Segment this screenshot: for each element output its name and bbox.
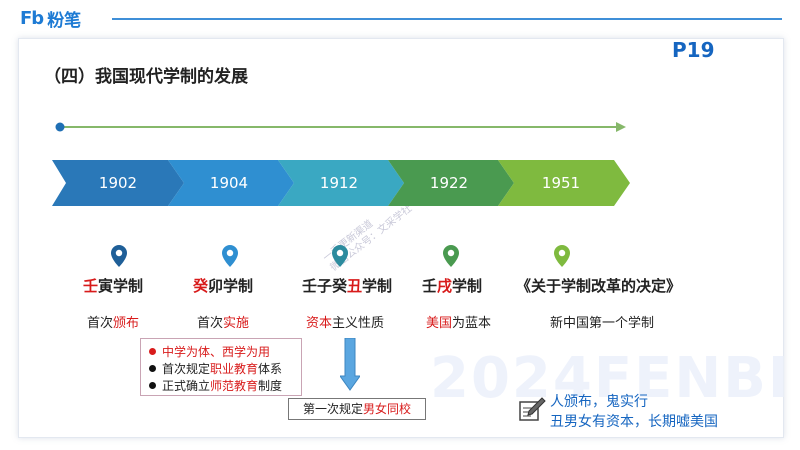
watermark-text: 2024FENBI	[430, 346, 791, 411]
header-rule	[112, 18, 782, 20]
system-name-1951: 《关于学制改革的决定》	[516, 277, 682, 295]
bullet-dot	[149, 382, 156, 389]
desc-key: 颁布	[113, 316, 140, 331]
location-pin-icon	[222, 245, 238, 267]
year-1902: 1902	[98, 174, 138, 192]
system-name-key: 戌	[437, 277, 453, 295]
brand-mark: Fb	[20, 7, 44, 29]
brand-name: 粉笔	[47, 10, 82, 31]
detail-item: 中学为体、西学为用	[149, 343, 270, 360]
system-name-rest: 学制	[452, 277, 483, 295]
desc-1912: 资本主义性质	[306, 312, 384, 331]
pencil-note-icon	[519, 397, 546, 421]
desc-1922: 美国为蓝本	[426, 312, 491, 331]
detail-text: 正式确立	[162, 379, 211, 393]
desc-text: 主义性质	[332, 316, 385, 331]
mnemonic-line-2: 丑男女有资本，长期嘘美国	[550, 414, 718, 430]
bullet-dot	[149, 365, 156, 372]
stage-chevron-1912	[278, 160, 404, 206]
system-name-key: 癸	[193, 277, 209, 295]
stage-chevron-1951	[498, 160, 630, 206]
details-box-1904: 中学为体、西学为用 首次规定职业教育体系 正式确立师范教育制度	[140, 338, 302, 396]
system-name-1904: 癸卯学制	[193, 275, 253, 296]
desc-text: 为蓝本	[452, 316, 492, 331]
detail-item: 正式确立师范教育制度	[149, 377, 282, 394]
location-pin-icon	[332, 245, 348, 267]
timeline-start-dot	[55, 122, 65, 132]
system-name-pre: 壬子癸	[302, 277, 348, 295]
year-1922: 1922	[429, 174, 469, 192]
system-name-key: 丑	[347, 277, 363, 295]
desc-text: 首次	[197, 316, 224, 331]
stage-chevron-1902	[52, 160, 184, 206]
note-key: 男女同校	[363, 402, 412, 416]
system-name-1902: 壬寅学制	[83, 275, 143, 296]
brand-logo: Fb 粉笔	[20, 6, 82, 31]
system-name-1922: 壬戌学制	[422, 275, 482, 296]
detail-text: 首次规定	[162, 362, 211, 376]
mnemonic: 人颁布，鬼实行 丑男女有资本，长期嘘美国	[550, 392, 718, 432]
stage-chevron-1922	[388, 160, 514, 206]
desc-key: 美国	[426, 316, 453, 331]
year-1951: 1951	[541, 174, 581, 192]
detail-text: 体系	[258, 362, 283, 376]
bullet-dot	[149, 348, 156, 355]
desc-key: 实施	[223, 316, 250, 331]
year-1904: 1904	[209, 174, 249, 192]
desc-text: 首次	[87, 316, 114, 331]
detail-key: 中学为体、西学为用	[162, 345, 271, 359]
desc-1902: 首次颁布	[87, 312, 139, 331]
system-name-rest: 学制	[362, 277, 393, 295]
page-number: P19	[672, 38, 715, 62]
note-box-1912: 第一次规定男女同校	[288, 398, 426, 420]
desc-1951: 新中国第一个学制	[550, 316, 655, 331]
note-text: 第一次规定	[302, 402, 363, 416]
mnemonic-line-1: 人颁布，鬼实行	[550, 394, 648, 410]
stage-chevron-1904	[168, 160, 294, 206]
system-name-1912: 壬子癸丑学制	[302, 275, 392, 296]
location-pin-icon	[111, 245, 127, 267]
detail-key: 职业教育	[210, 362, 259, 376]
system-name-pre: 壬	[422, 277, 438, 295]
slide-title: （四）我国现代学制的发展	[44, 67, 248, 87]
year-1912: 1912	[319, 174, 359, 192]
down-arrow-icon	[340, 338, 360, 391]
location-pin-icon	[443, 245, 459, 267]
system-name-rest: 卯学制	[208, 277, 254, 295]
system-name-key: 壬	[83, 277, 99, 295]
detail-text: 制度	[258, 379, 283, 393]
system-name-rest: 寅学制	[98, 277, 144, 295]
timeline-arrowhead	[616, 122, 626, 132]
location-pin-icon	[554, 245, 570, 267]
detail-key: 师范教育	[210, 379, 259, 393]
desc-key: 资本	[306, 316, 333, 331]
detail-item: 首次规定职业教育体系	[149, 360, 282, 377]
desc-1904: 首次实施	[197, 312, 249, 331]
